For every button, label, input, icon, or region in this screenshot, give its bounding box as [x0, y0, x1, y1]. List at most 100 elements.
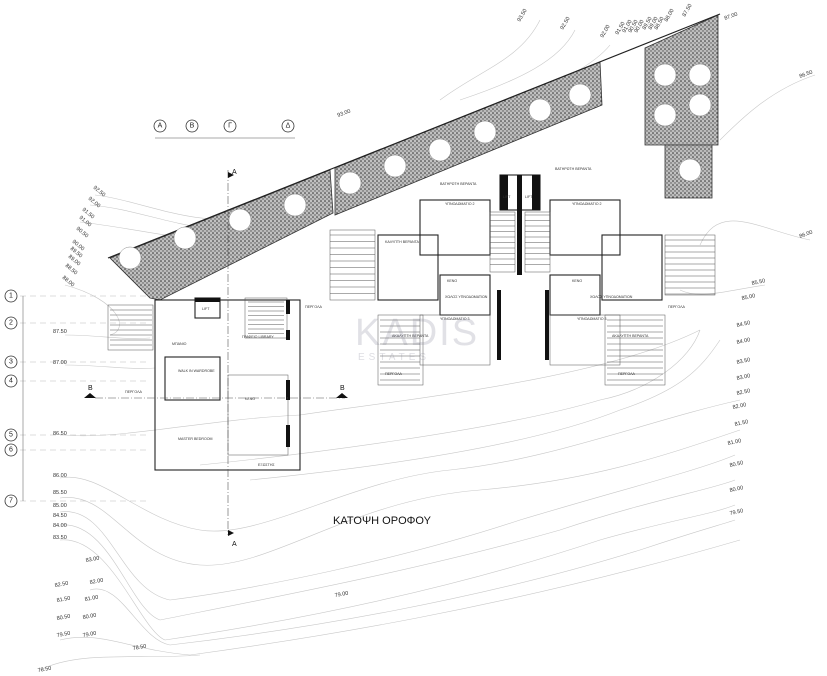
- elevation-label: 88.00: [664, 8, 676, 23]
- site-boundary: [107, 13, 721, 259]
- tree-circle: [653, 63, 677, 87]
- room-label: ΠΕΡΓΟΛΑ: [668, 305, 685, 309]
- elevation-label: 80.00: [82, 613, 97, 621]
- contour-line: [59, 429, 741, 566]
- elevation-label: 83.00: [736, 373, 751, 382]
- elevation-label: 79.00: [82, 631, 97, 639]
- elevation-label: 88.00: [61, 275, 75, 288]
- row-axis-label: 4: [9, 378, 13, 385]
- elevation-label: 86.50: [799, 70, 814, 80]
- wardrobe-room: [164, 356, 221, 401]
- tree-circle: [678, 158, 702, 182]
- party-wall: [517, 175, 522, 275]
- room-label: ΚΑΛΥΠΤΗ ΒΕΡΑΝΤΑ: [385, 240, 420, 244]
- contour-line: [64, 364, 156, 369]
- tree-circle: [688, 93, 712, 117]
- elevation-label: 84.50: [736, 320, 751, 329]
- room-label: ΑΚΑΛΥΠΤΗ ΒΕΡΑΝΤΑ: [392, 334, 429, 338]
- elevation-label: 85.50: [751, 278, 766, 287]
- contour-line: [59, 454, 736, 601]
- room-label: ΧΩΛΟΣ ΥΠΝΟΔΩΜΑΤΙΩΝ: [445, 295, 488, 299]
- left-house-outline: [154, 299, 301, 471]
- tree-circle: [338, 171, 362, 195]
- elevation-label: 90.50: [75, 226, 89, 239]
- room-label: ΑΚΑΛΥΠΤΗ ΒΕΡΑΝΤΑ: [612, 334, 649, 338]
- elevation-label: 78.50: [37, 666, 52, 674]
- room-label: ΜΠΑΝΙΟ: [172, 342, 187, 346]
- column-axis-bubble: [281, 119, 295, 133]
- elevation-label: 80.50: [56, 614, 71, 622]
- row-axis-label: 7: [9, 498, 13, 505]
- room-label: LIFT: [503, 195, 511, 199]
- contour-line: [39, 654, 201, 671]
- elevation-label: 82.50: [54, 581, 69, 589]
- row-axis-label: 2: [9, 320, 13, 327]
- row-axis-label: 5: [9, 432, 13, 439]
- elevation-label: 79.50: [56, 631, 71, 639]
- elevation-label: 82.00: [89, 578, 104, 586]
- row-axis-bubble: [4, 443, 18, 457]
- terrace-right: [604, 314, 666, 386]
- room-label: ΚΕΝΟ: [447, 279, 457, 283]
- tree-circle: [283, 193, 307, 217]
- tree-circle: [688, 63, 712, 87]
- contour-line: [679, 284, 766, 295]
- column: [286, 380, 290, 400]
- row-axis-bubble: [4, 289, 18, 303]
- elevation-label: 81.00: [84, 595, 99, 603]
- row-axis-bubble: [4, 355, 18, 369]
- contour-line: [64, 284, 120, 336]
- elevation-label: 92.50: [560, 16, 572, 31]
- section-arrow-icon: [228, 172, 234, 178]
- tree-circle: [118, 246, 142, 270]
- contour-lines: [39, 19, 816, 671]
- room-label: ΥΠΝΟΔΩΜΑΤΙΟ 3: [577, 317, 607, 321]
- column-axis-label: Γ: [228, 123, 232, 130]
- room-label: ΥΠΝΟΔΩΜΑΤΙΟ 2: [572, 202, 602, 206]
- section-marker-label: B: [88, 385, 93, 392]
- row-axis-bubble: [4, 428, 18, 442]
- contour-line: [59, 539, 741, 656]
- elevation-label: 82.50: [736, 388, 751, 397]
- column: [286, 425, 290, 447]
- elevation-label: 84.00: [53, 523, 67, 529]
- room-label: ΚΕΝΟ: [572, 279, 582, 283]
- elevation-label: 83.50: [736, 357, 751, 366]
- elevation-label: 87.50: [682, 3, 694, 18]
- elevation-label: 80.50: [729, 460, 744, 469]
- tree-circle: [473, 120, 497, 144]
- room-label: ΓΡΑΦΕΙΟ LIBRARY: [242, 335, 274, 339]
- planter-middle: [334, 61, 603, 216]
- column-axis-bubble: [223, 119, 237, 133]
- elevation-label: 85.50: [53, 490, 67, 496]
- elevation-label: 86.50: [53, 431, 67, 437]
- elevation-label: 86.00: [53, 473, 67, 479]
- bedroom-2-left: [419, 199, 491, 256]
- row-axis-bubble: [4, 494, 18, 508]
- contour-line: [439, 19, 541, 101]
- column-axis-label: Δ: [286, 123, 291, 130]
- section-marker-label: A: [232, 541, 237, 548]
- elevation-label: 85.00: [53, 503, 67, 509]
- elevation-label: 78.50: [132, 644, 147, 652]
- elevation-label: 93.00: [337, 109, 352, 119]
- row-axis-label: 3: [9, 359, 13, 366]
- contour-line: [699, 220, 811, 246]
- column-axis-bubble: [153, 119, 167, 133]
- column-axis-label: Α: [158, 123, 163, 130]
- bedroom-3-left: [419, 314, 491, 366]
- room-label: ΠΕΡΓΟΛΑ: [305, 305, 322, 309]
- core-wall: [500, 175, 508, 210]
- stairs-left: [489, 211, 516, 273]
- elevation-label: 92.00: [87, 196, 101, 209]
- room-label: ΒΑΤΗΡΩΤΗ ΒΕΡΑΝΤΑ: [555, 167, 592, 171]
- row-axis-label: 6: [9, 447, 13, 454]
- planter-left: [109, 169, 334, 301]
- elevation-label: 79.50: [729, 508, 744, 517]
- pergola-mid: [329, 229, 376, 301]
- room-label: ΧΩΛΟΣ ΥΠΝΟΔΩΜΑΤΙΩΝ: [590, 295, 633, 299]
- room-label: ΒΑΤΗΡΩΤΗ ΒΕΡΑΝΤΑ: [440, 182, 477, 186]
- tree-circle: [653, 103, 677, 127]
- bedroom-3-right: [549, 314, 621, 366]
- wall-pier: [497, 290, 501, 360]
